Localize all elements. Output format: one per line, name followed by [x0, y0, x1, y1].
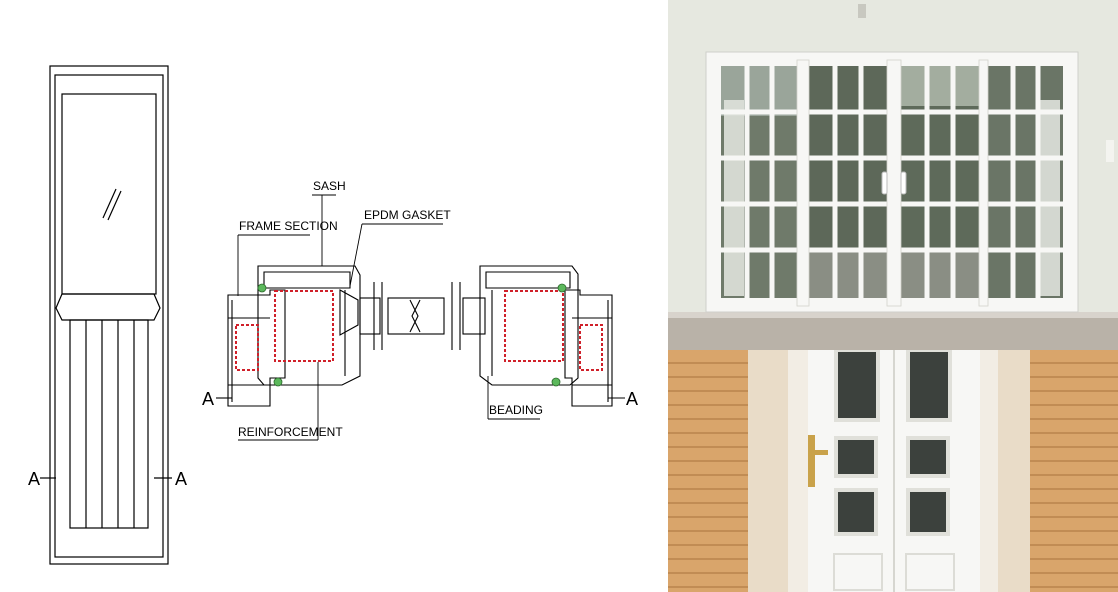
mullion-1 — [796, 59, 810, 307]
door-elevation — [40, 65, 172, 565]
left-frame-profile — [227, 289, 286, 407]
wall-light-fixture — [858, 4, 866, 18]
sky-reflection-2 — [901, 66, 979, 106]
glass-hatch-2 — [107, 190, 122, 221]
right-frame-profile — [564, 289, 613, 407]
glass-hatch-1 — [102, 188, 117, 219]
reinforcement-right-sash — [504, 290, 564, 362]
door-glass-panes — [834, 350, 952, 536]
glass-unit-middle — [387, 297, 445, 335]
door-handle-right — [900, 171, 907, 195]
gaskets — [257, 283, 567, 387]
left-sash-inner — [263, 271, 351, 289]
left-sash-profile — [257, 265, 361, 386]
reinforcement-left-frame — [235, 324, 259, 371]
elevation-outer-frame — [49, 65, 169, 565]
right-sash-inner — [485, 271, 571, 289]
elevation-glass-panel — [61, 93, 157, 295]
gasket-left-top — [257, 283, 267, 293]
wood-cladding-left — [668, 350, 748, 592]
leader-lines — [237, 194, 540, 441]
reinforcement-right-frame — [579, 324, 603, 371]
pane-right-lower — [906, 488, 950, 536]
pane-left-lower — [834, 488, 878, 536]
door-bottom-panels — [833, 553, 955, 591]
gasket-right-top — [557, 283, 567, 293]
floor — [668, 315, 1118, 350]
label-reinforcement: REINFORCEMENT — [238, 425, 343, 439]
gasket-left-bottom — [273, 377, 283, 387]
left-sash-lip — [339, 289, 359, 336]
section-marker-right: A — [626, 389, 638, 409]
bottom-panel-left — [833, 553, 883, 591]
mullion-2 — [886, 59, 902, 307]
panel-door-photo — [668, 350, 1118, 592]
door-jamb-left — [788, 350, 808, 592]
handle-plate — [808, 435, 815, 487]
leader-epdm — [349, 223, 363, 287]
elevation-section-marker-right: A — [175, 469, 187, 489]
elevation-lower-panel — [69, 319, 149, 529]
curtain-left — [724, 100, 744, 296]
floor-edge — [668, 312, 1118, 318]
door-handle — [808, 435, 828, 487]
pane-right-top — [906, 350, 952, 422]
wall-pillar-right — [998, 350, 1030, 592]
wall-pillar-left — [748, 350, 788, 592]
right-sash-profile — [479, 265, 579, 386]
elevation-inner-frame — [54, 74, 164, 558]
pane-left-top — [834, 350, 880, 422]
pane-right-middle — [906, 436, 950, 478]
label-frame-section: FRAME SECTION — [239, 219, 338, 233]
glass-unit-right — [462, 297, 486, 335]
gasket-right-bottom — [551, 377, 561, 387]
door-jamb-right — [980, 350, 998, 592]
label-beading: BEADING — [489, 403, 543, 417]
section-marker-left: A — [202, 389, 214, 409]
sliding-door-photo — [668, 0, 1118, 350]
door-handle-left — [881, 171, 888, 195]
handle-lever — [808, 450, 828, 455]
technical-drawing: A A — [28, 65, 638, 565]
pane-left-middle — [834, 436, 878, 478]
elevation-mid-rail — [55, 293, 161, 321]
label-epdm-gasket: EPDM GASKET — [364, 208, 451, 222]
bottom-panel-right — [905, 553, 955, 591]
glass-spacer-middle — [409, 299, 421, 333]
wood-cladding-right — [1030, 350, 1118, 592]
curtain-right — [1040, 100, 1060, 296]
light-switch — [1106, 140, 1114, 162]
mullion-3 — [978, 59, 989, 307]
elevation-section-marker-left: A — [28, 469, 40, 489]
sash-mullions — [796, 59, 989, 307]
reinforcement-left-sash — [274, 290, 334, 362]
reinforcement-members — [235, 290, 603, 371]
section-drawing — [216, 265, 625, 407]
label-sash: SASH — [313, 179, 346, 193]
glass-unit-left — [359, 297, 381, 335]
